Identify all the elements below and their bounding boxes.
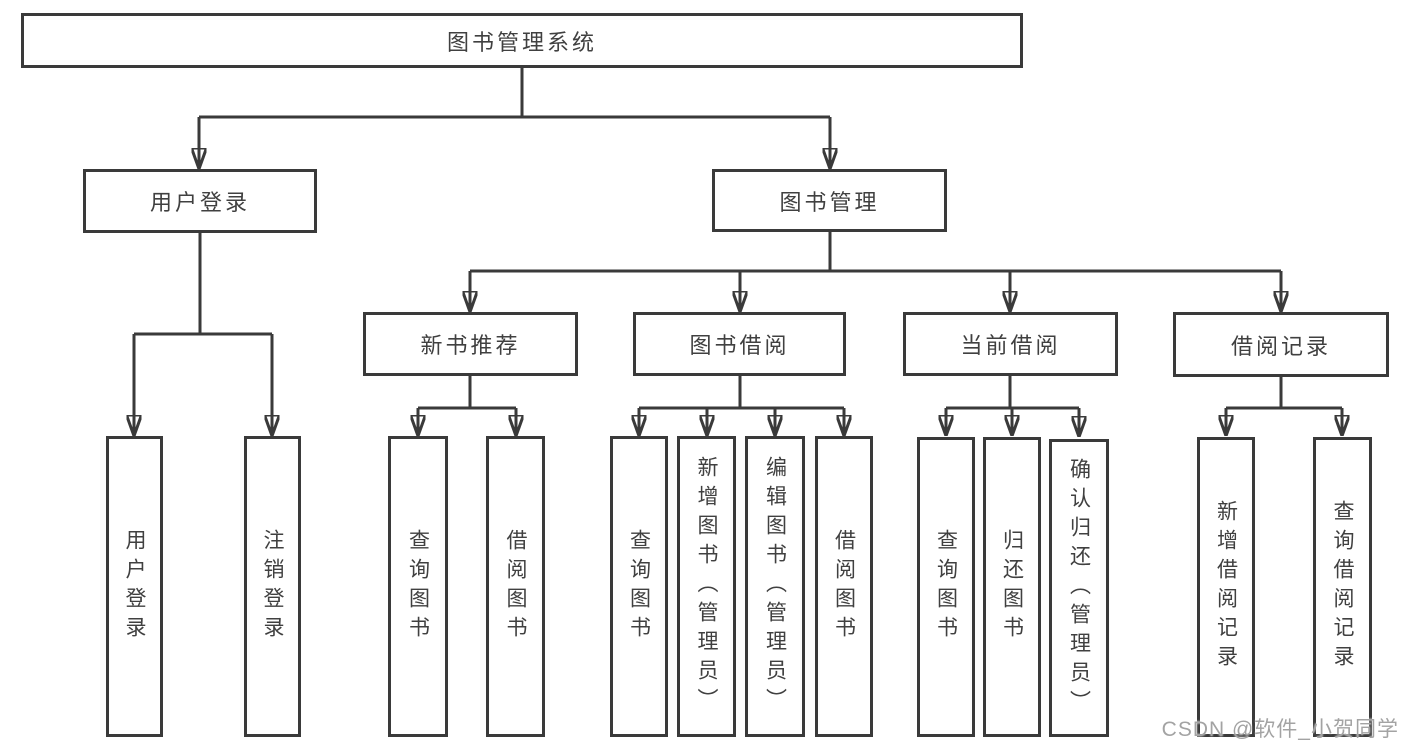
node-book-borrowing: 图书借阅 xyxy=(633,312,846,376)
leaf-label: 新增借阅记录 xyxy=(1214,500,1238,674)
leaf-label: 确认归还（管理员） xyxy=(1067,457,1091,719)
node-label: 当前借阅 xyxy=(960,333,1061,358)
node-borrowing-records: 借阅记录 xyxy=(1173,312,1389,377)
leaf-return-books: 归还图书 xyxy=(983,437,1041,737)
leaf-label: 查询图书 xyxy=(934,529,958,645)
leaf-logout: 注销登录 xyxy=(244,436,301,737)
node-label: 借阅记录 xyxy=(1230,333,1331,359)
leaf-label: 用户登录 xyxy=(123,528,146,645)
node-new-book-recommend: 新书推荐 xyxy=(363,312,578,376)
leaf-query-borrow-record: 查询借阅记录 xyxy=(1313,437,1372,737)
node-label: 图书管理 xyxy=(779,189,880,215)
leaf-label: 新增图书（管理员） xyxy=(695,456,718,717)
node-library-system-root: 图书管理系统 xyxy=(21,13,1023,68)
leaf-label: 借阅图书 xyxy=(832,528,856,645)
leaf-user-login: 用户登录 xyxy=(106,436,163,737)
leaf-query-books-2: 查询图书 xyxy=(610,436,668,737)
leaf-confirm-return-admin: 确认归还（管理员） xyxy=(1049,439,1109,737)
leaf-label: 查询图书 xyxy=(627,528,651,645)
node-book-management-branch: 图书管理 xyxy=(712,169,947,232)
leaf-add-book-admin: 新增图书（管理员） xyxy=(677,436,736,737)
leaf-label: 查询图书 xyxy=(406,528,430,645)
csdn-watermark: CSDN @软件_小贺同学 xyxy=(1161,718,1399,741)
node-label: 图书管理系统 xyxy=(446,29,597,55)
node-label: 新书推荐 xyxy=(420,333,521,358)
leaf-edit-book-admin: 编辑图书（管理员） xyxy=(745,436,805,737)
node-user-login-branch: 用户登录 xyxy=(83,169,317,233)
node-label: 用户登录 xyxy=(149,190,250,215)
node-current-borrowing: 当前借阅 xyxy=(903,312,1118,376)
leaf-label: 编辑图书（管理员） xyxy=(763,456,787,717)
leaf-query-books-3: 查询图书 xyxy=(917,437,975,737)
leaf-add-borrow-record: 新增借阅记录 xyxy=(1197,437,1255,737)
leaf-label: 查询借阅记录 xyxy=(1331,500,1354,674)
node-label: 图书借阅 xyxy=(689,333,790,358)
leaf-label: 注销登录 xyxy=(261,528,284,645)
leaf-borrow-books-2: 借阅图书 xyxy=(815,436,873,737)
leaf-label: 归还图书 xyxy=(1000,529,1024,645)
leaf-borrow-books-1: 借阅图书 xyxy=(486,436,545,737)
leaf-label: 借阅图书 xyxy=(504,528,527,645)
leaf-query-books-1: 查询图书 xyxy=(388,436,448,737)
